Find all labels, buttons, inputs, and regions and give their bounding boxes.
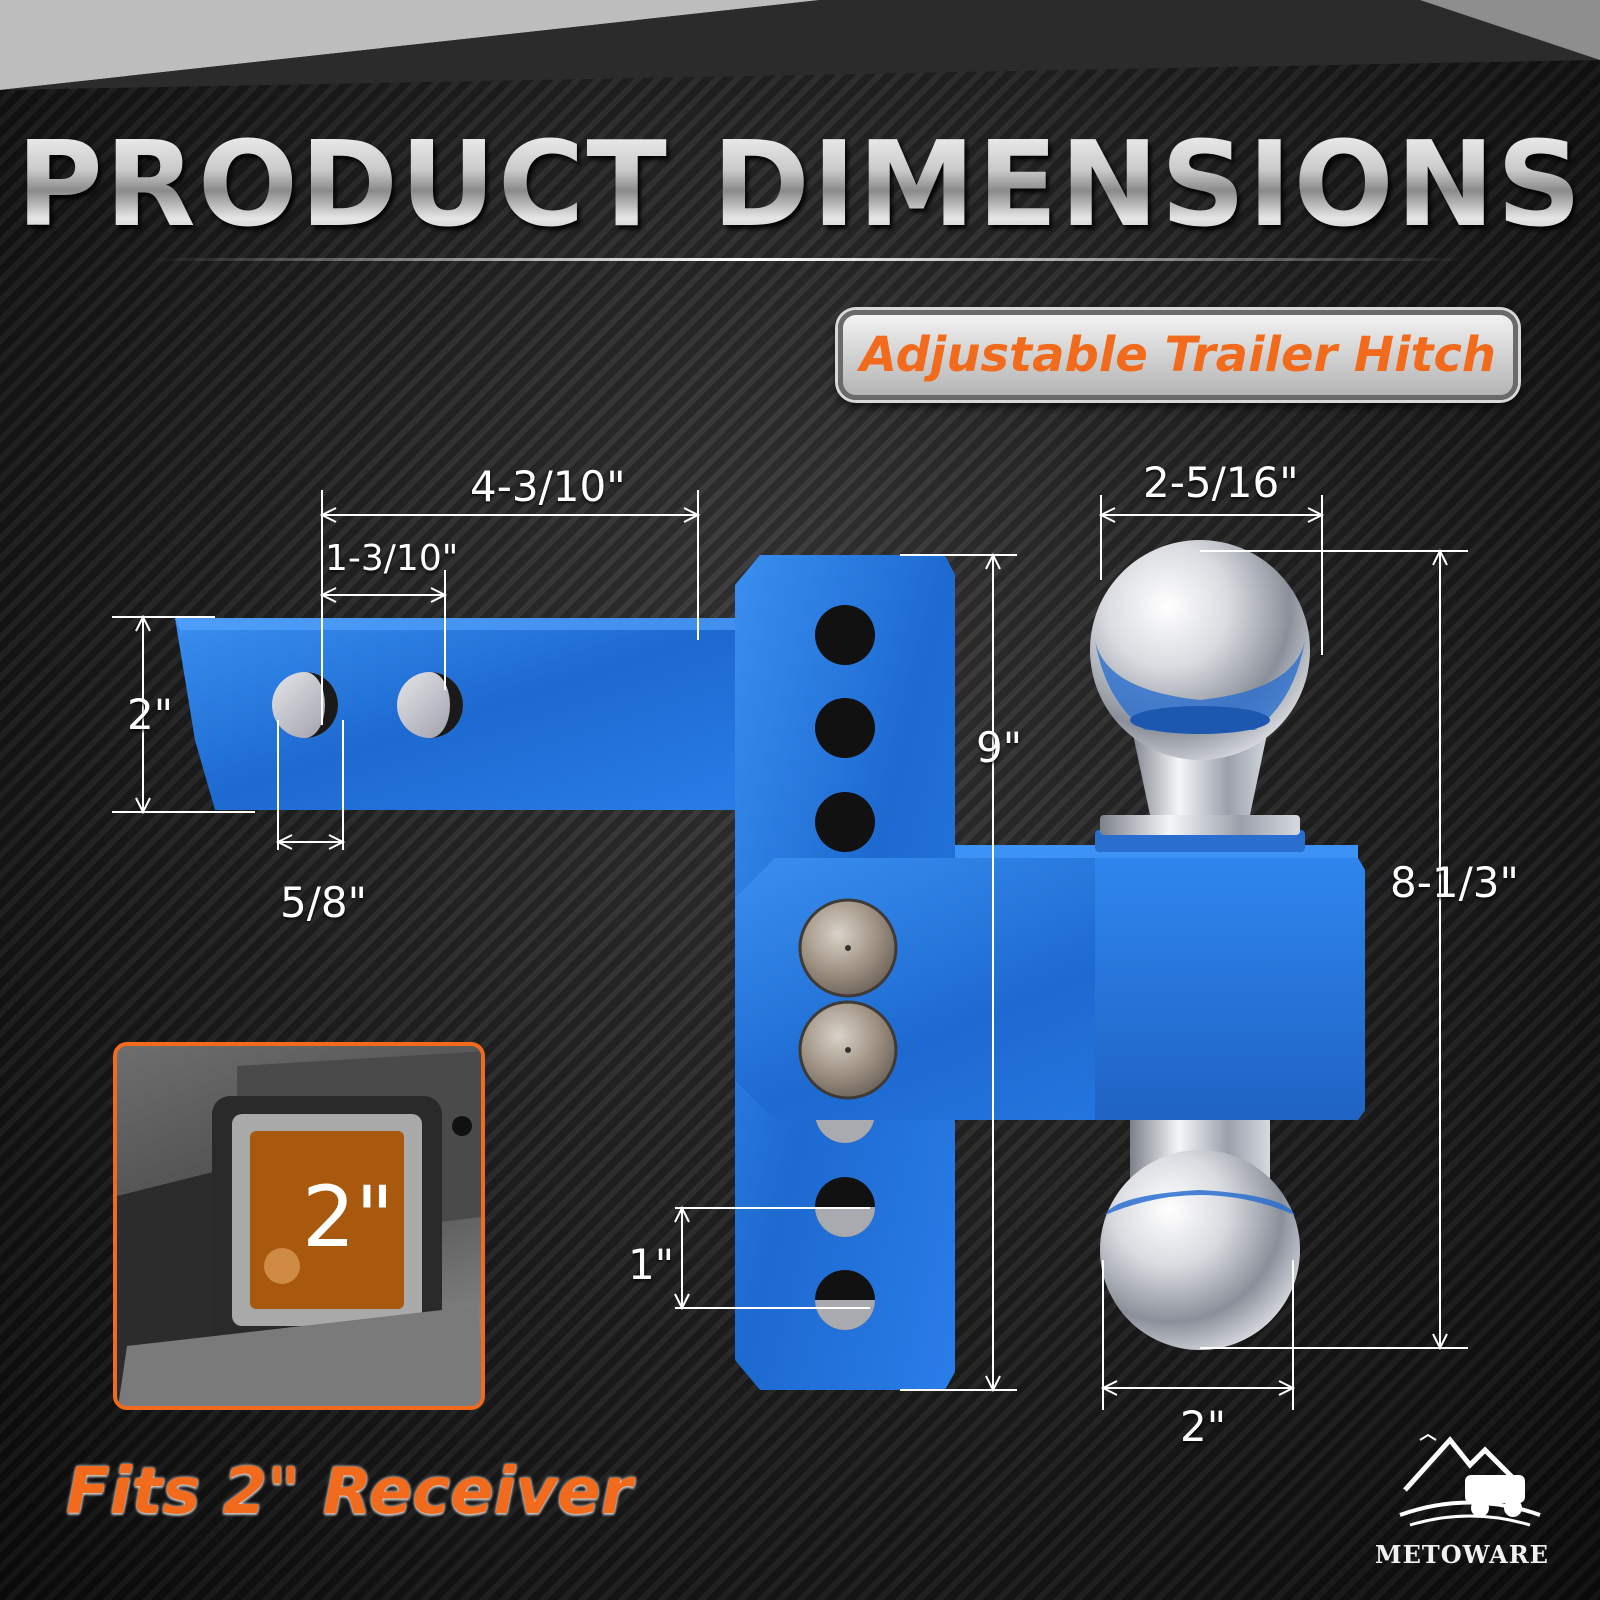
receiver-inset-photo — [113, 1042, 485, 1410]
hitch-ball-lower — [1100, 1120, 1300, 1350]
receiver-tube-illustration — [117, 1051, 481, 1406]
metoware-logo-icon — [1399, 1433, 1541, 1527]
dim-ball-span: 8-1/3" — [1390, 858, 1519, 907]
dim-shank-length: 4-3/10" — [470, 462, 626, 511]
page-title: PRODUCT DIMENSIONS — [0, 115, 1600, 253]
dim-hole-diameter: 5/8" — [280, 878, 367, 927]
dim-total-height: 9" — [976, 723, 1023, 772]
lock-pin-lower — [798, 1000, 898, 1100]
dim-hole-spacing: 1-3/10" — [325, 538, 459, 579]
dim-shank-height: 2" — [127, 690, 174, 739]
dim-ball-width: 2-5/16" — [1143, 458, 1299, 507]
receiver-size-label: 2" — [301, 1168, 395, 1266]
top-metal-band — [0, 0, 1600, 90]
shank-hole-right — [397, 672, 463, 738]
dim-hole-pitch: 1" — [628, 1240, 675, 1289]
dim-ball-lower: 2" — [1180, 1402, 1227, 1451]
brand-name: METOWARE — [1375, 1540, 1549, 1569]
shank-hole-left — [272, 672, 338, 738]
dimension-lines — [112, 490, 1468, 1410]
ball-mount-shank — [175, 618, 760, 810]
fits-receiver-tagline: Fits 2" Receiver — [66, 1455, 633, 1529]
lock-pin-upper — [798, 898, 898, 998]
subtitle-text: Adjustable Trailer Hitch — [859, 327, 1497, 383]
hitch-ball-upper — [1090, 540, 1310, 852]
title-divider — [150, 258, 1470, 261]
subtitle-badge: Adjustable Trailer Hitch — [838, 310, 1518, 400]
